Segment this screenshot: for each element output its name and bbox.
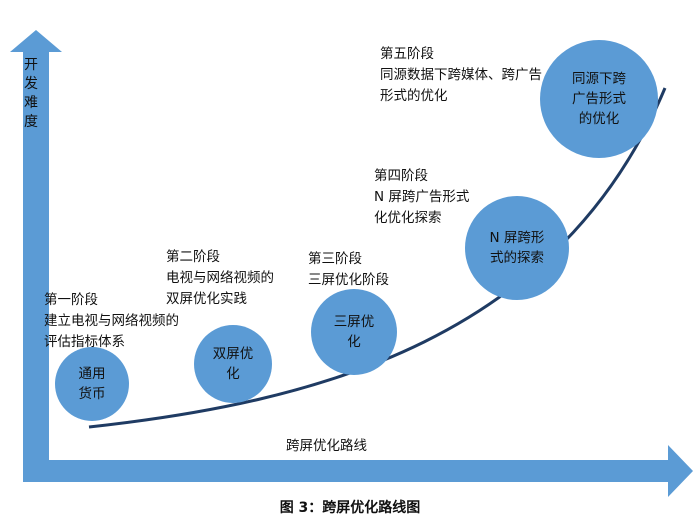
stage-5-circle-line-1: 同源下跨 xyxy=(572,71,626,87)
stage-2-circle: 双屏优 化 xyxy=(194,325,272,403)
stage-2-line-1: 电视与网络视频的 xyxy=(166,270,274,286)
stage-2-heading: 第二阶段 xyxy=(166,249,220,265)
stage-3-circle-line-2: 化 xyxy=(347,334,361,350)
stage-4-heading: 第四阶段 xyxy=(374,168,428,184)
stage-5-line-1: 同源数据下跨媒体、跨广告 xyxy=(380,67,542,83)
stage-4-line-1: N 屏跨广告形式 xyxy=(374,189,470,205)
stage-1-text: 第一阶段 建立电视与网络视频的 评估指标体系 xyxy=(44,290,179,353)
stage-5-circle-line-2: 广告形式 xyxy=(572,91,626,107)
figure-caption: 图 3：跨屏优化路线图 xyxy=(279,500,421,516)
stage-3-text: 第三阶段 三屏优化阶段 xyxy=(308,249,389,291)
y-axis-arrow xyxy=(10,30,62,482)
y-axis-label: 开发难度 xyxy=(24,57,38,130)
stage-1-circle-line-1: 通用 xyxy=(78,366,106,382)
stage-4-circle-line-1: N 屏跨形 xyxy=(489,230,545,246)
stage-3-circle: 三屏优 化 xyxy=(311,289,397,375)
stage-2-circle-line-1: 双屏优 xyxy=(212,346,254,362)
stage-2-circle-line-2: 化 xyxy=(226,366,240,382)
x-axis-label: 跨屏优化路线 xyxy=(286,438,367,454)
stage-1-line-1: 建立电视与网络视频的 xyxy=(44,313,179,329)
stage-4-line-2: 化优化探索 xyxy=(374,210,442,226)
stage-1-line-2: 评估指标体系 xyxy=(44,334,125,350)
stage-1-heading: 第一阶段 xyxy=(44,292,98,308)
stage-5-line-2: 形式的优化 xyxy=(380,88,448,104)
stage-3-line-1: 三屏优化阶段 xyxy=(308,272,389,288)
stage-1-circle-line-2: 货币 xyxy=(78,386,106,402)
stage-3-heading: 第三阶段 xyxy=(308,251,362,267)
growth-curve xyxy=(88,87,667,429)
stage-4-circle-line-2: 式的探索 xyxy=(490,250,544,266)
stage-5-circle: 同源下跨 广告形式 的优化 xyxy=(540,40,658,158)
x-axis-arrow xyxy=(23,445,693,497)
stage-1-circle: 通用 货币 xyxy=(55,347,129,421)
stage-2-line-2: 双屏优化实践 xyxy=(166,291,247,307)
stage-5-circle-line-3: 的优化 xyxy=(578,111,620,127)
stage-4-circle: N 屏跨形 式的探索 xyxy=(465,196,569,300)
stage-4-text: 第四阶段 N 屏跨广告形式 化优化探索 xyxy=(374,166,469,229)
stage-5-text: 第五阶段 同源数据下跨媒体、跨广告 形式的优化 xyxy=(380,44,542,107)
stage-2-text: 第二阶段 电视与网络视频的 双屏优化实践 xyxy=(166,247,274,310)
stage-5-heading: 第五阶段 xyxy=(380,46,434,62)
stage-3-circle-line-1: 三屏优 xyxy=(333,314,375,330)
